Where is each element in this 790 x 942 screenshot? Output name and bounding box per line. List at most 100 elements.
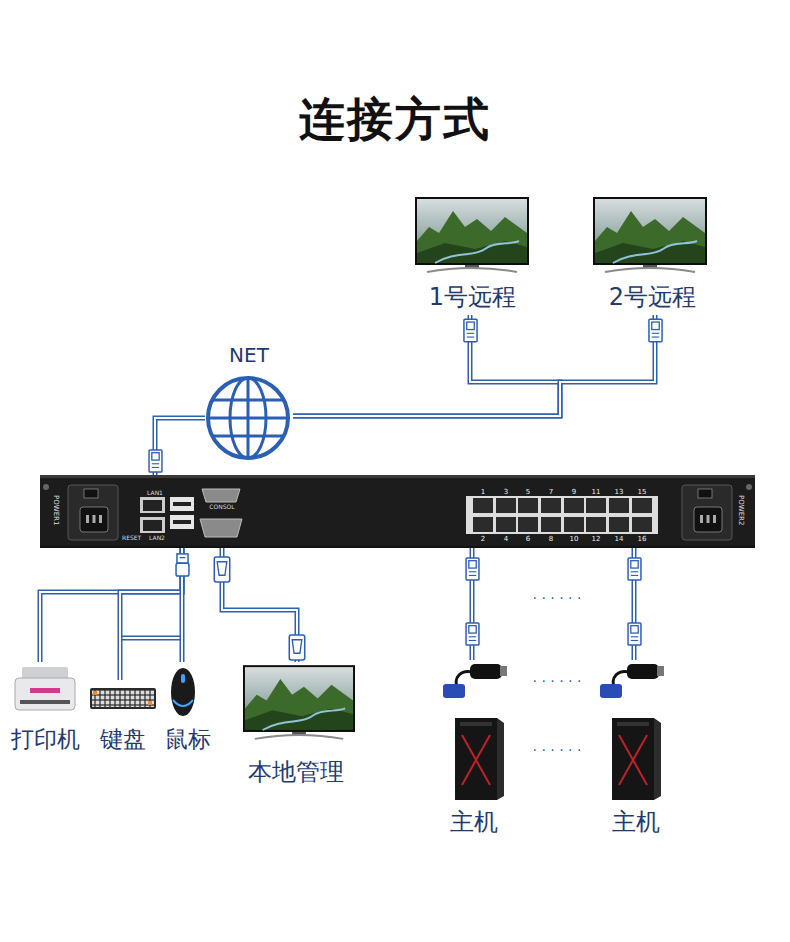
- ethernet-port: [473, 498, 493, 513]
- remote-monitor: 1号远程: [410, 190, 535, 315]
- ethernet-port: [564, 517, 584, 532]
- globe-grid: [206, 376, 290, 460]
- keyboard-node: 键盘: [88, 680, 158, 754]
- vga-port: [200, 519, 242, 537]
- cable-connector: [293, 315, 560, 416]
- mouse-wheel: [181, 674, 185, 683]
- keyboard-key: [93, 691, 97, 695]
- socket-plate: [68, 485, 118, 540]
- usb-slot: [173, 520, 191, 524]
- dongle-body: [470, 664, 502, 679]
- vga-head: [443, 684, 465, 698]
- cable-connector: [155, 418, 205, 475]
- cable-connector: [120, 548, 182, 680]
- diagram-title: 连接方式: [0, 92, 790, 147]
- ellipsis-dots: · · · · · ·: [507, 673, 607, 690]
- host-computer: 主机: [600, 660, 672, 838]
- cable-outline: [222, 548, 297, 662]
- lan-port: [140, 517, 165, 533]
- monitor-icon: [415, 197, 529, 272]
- ethernet-ports: [473, 498, 652, 532]
- cable-outline: [120, 548, 182, 680]
- device-label: 键盘: [88, 726, 158, 754]
- lan-port-hole: [143, 500, 162, 511]
- globe-parallel: [206, 417, 290, 420]
- remote-monitor: 2号远程: [590, 190, 715, 315]
- usb-cable: [120, 636, 182, 641]
- cable-core: [181, 548, 183, 662]
- cable-outline: [293, 315, 655, 416]
- inlet-pin: [99, 515, 102, 523]
- vga-head: [600, 684, 622, 698]
- mouse-glow: [173, 700, 193, 706]
- tower-vent: [460, 722, 492, 726]
- vga-plug: [214, 557, 229, 582]
- iec-inlet: [80, 507, 108, 532]
- cable-outline: [293, 315, 560, 416]
- cable-outline: [632, 548, 637, 660]
- ethernet-port: [496, 517, 516, 532]
- cable-connector: [182, 548, 183, 662]
- vga-dongle: [600, 664, 664, 698]
- globe-icon: [206, 376, 290, 460]
- ethernet-port: [564, 498, 584, 513]
- inlet-pin: [707, 515, 710, 523]
- keyboard-key: [148, 701, 152, 705]
- monitor-icon: [593, 197, 707, 272]
- lan-ports: [140, 497, 165, 533]
- ethernet-port: [609, 517, 629, 532]
- tower-accent: [462, 735, 490, 785]
- usb-plug: [176, 554, 189, 576]
- ethernet-port: [632, 498, 652, 513]
- port-label: LAN1: [140, 489, 170, 496]
- screw: [746, 484, 752, 490]
- monitor-label: 2号远程: [590, 283, 715, 312]
- mouse-node: 鼠标: [160, 662, 216, 754]
- cable-outline: [470, 548, 475, 660]
- iec-inlet: [694, 507, 722, 532]
- tower-vent: [617, 722, 649, 726]
- tower-pc: [455, 718, 504, 800]
- power-socket: [682, 485, 732, 540]
- mouse-icon: [171, 668, 195, 716]
- rj45-plug: [466, 558, 479, 580]
- usb-ports: [170, 497, 194, 529]
- printer-body: [15, 678, 75, 710]
- inlet-pin: [713, 515, 716, 523]
- host-label: 主机: [600, 808, 672, 837]
- ethernet-port: [586, 517, 606, 532]
- cable-connector: [634, 548, 635, 660]
- network-label: NET: [205, 343, 293, 367]
- rj45-plug: [628, 558, 641, 580]
- tower-accent: [619, 735, 647, 785]
- power-switch: [698, 489, 712, 498]
- vga-dongle: [443, 664, 507, 698]
- console-label: CONSOL: [202, 503, 242, 510]
- socket-plate: [682, 485, 732, 540]
- keyboard-keys: [92, 690, 154, 707]
- lan-port: [140, 497, 165, 513]
- ethernet-port: [541, 498, 561, 513]
- kvm-switch: POWER1LAN1RESETLAN2CONSOLPOWER2: [40, 475, 755, 548]
- keyboard-body: [90, 688, 156, 709]
- ethernet-port: [541, 517, 561, 532]
- cable-core: [40, 548, 182, 662]
- tower-front: [612, 718, 654, 800]
- inlet-pin: [700, 515, 703, 523]
- rj45-plug: [628, 623, 641, 645]
- cable-core: [633, 548, 635, 660]
- cable-core: [155, 418, 205, 475]
- cable-outline: [180, 548, 185, 662]
- cable-connector: [222, 548, 297, 662]
- cable-core: [222, 548, 297, 662]
- usb-port: [170, 497, 194, 511]
- inlet-pin: [86, 515, 89, 523]
- rj45-plug: [466, 623, 479, 645]
- ethernet-port: [632, 517, 652, 532]
- ethernet-port: [586, 498, 606, 513]
- dongle-body: [627, 664, 659, 679]
- power-switch: [84, 489, 98, 498]
- ethernet-port: [518, 498, 538, 513]
- console-port: [202, 489, 240, 502]
